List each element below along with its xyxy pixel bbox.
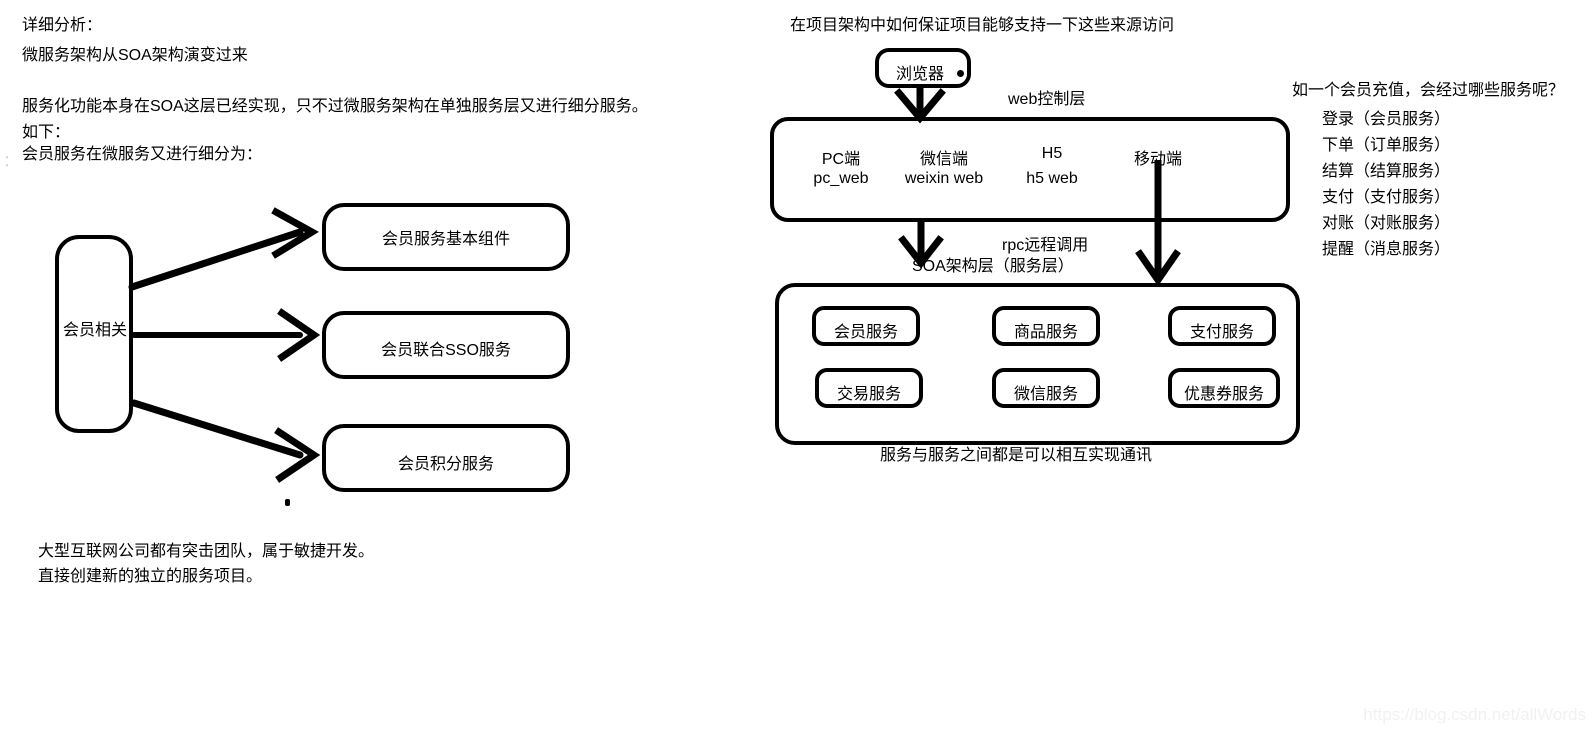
box-service-coupon-label: 优惠券服务 [1183,386,1264,403]
left-margin-artifact: ： [3,153,20,170]
box-service-member[interactable] [812,306,920,346]
right-list-title: 如一个会员充值，会经过哪些服务呢？ [1292,82,1565,99]
box-browser[interactable] [875,48,971,88]
watermark: https://blog.csdn.net/allWords [1363,705,1586,724]
left-footer-line-2: 直接创建新的独立的服务项目。 [38,568,263,585]
box-member-basic-component-label: 会员服务基本组件 [381,231,510,248]
left-note-line-5: 会员服务在微服务又进行细分为： [22,146,263,163]
web-layer-caption: web控制层 [1008,91,1086,108]
client-h5-en: h5 web [1026,170,1078,187]
box-member-related-label: 会员相关 [62,322,127,339]
box-member-points-service[interactable] [322,424,570,492]
left-footer-line-1: 大型互联网公司都有突击团队，属于敏捷开发。 [38,543,375,560]
box-service-trade[interactable] [815,368,923,408]
left-note-line-1: 详细分析： [22,17,103,34]
box-service-payment[interactable] [1168,306,1276,346]
arrow-to-sso-service [131,308,321,362]
right-list-item-4: 对账（对账服务） [1322,215,1451,232]
box-service-trade-label: 交易服务 [836,386,901,403]
rpc-caption: rpc远程调用 [1002,237,1089,254]
box-member-sso-service[interactable] [322,311,570,379]
right-diagram-title: 在项目架构中如何保证项目能够支持一下这些来源访问 [790,17,1175,34]
arrow-web-to-soa-left [898,222,944,269]
arrow-browser-to-web-layer [894,88,946,124]
client-weixin-en: weixin web [904,170,984,187]
client-h5-cn: H5 [1041,145,1063,162]
right-diagram-footer: 服务与服务之间都是可以相互实现通讯 [880,447,1153,464]
box-service-payment-label: 支付服务 [1189,324,1254,341]
box-service-coupon[interactable] [1168,368,1280,408]
arrow-to-basic-component [128,207,319,291]
box-service-product[interactable] [992,306,1100,346]
right-list-item-1: 下单（订单服务） [1322,137,1451,154]
left-note-line-4: 如下： [22,124,71,141]
soa-layer-caption: SOA架构层（服务层） [912,258,1074,275]
box-soa-layer[interactable] [775,283,1300,445]
right-list-item-0: 登录（会员服务） [1322,111,1451,128]
right-list-item-2: 结算（结算服务） [1322,163,1451,180]
client-pc-en: pc_web [813,170,869,187]
arrow-to-points-service [130,399,321,483]
client-pc-cn: PC端 [821,151,861,168]
box-member-basic-component[interactable] [322,203,570,271]
box-web-control-layer[interactable] [770,117,1290,222]
box-service-member-label: 会员服务 [833,324,898,341]
right-list-item-3: 支付（支付服务） [1322,189,1451,206]
client-weixin-cn: 微信端 [919,151,968,168]
left-note-line-3: 服务化功能本身在SOA这层已经实现，只不过微服务架构在单独服务层又进行细分服务。 [22,98,648,115]
box-browser-label: 浏览器 [895,66,944,83]
browser-box-dot [957,70,964,77]
client-mobile-cn: 移动端 [1133,151,1182,168]
box-service-product-label: 商品服务 [1013,324,1078,341]
stray-dot-artifact [285,499,290,506]
box-service-wechat[interactable] [992,368,1100,408]
left-note-line-2: 微服务架构从SOA架构演变过来 [22,47,248,64]
box-member-points-service-label: 会员积分服务 [397,456,494,473]
box-service-wechat-label: 微信服务 [1013,386,1078,403]
box-member-sso-service-label: 会员联合SSO服务 [381,342,511,359]
right-list-item-5: 提醒（消息服务） [1322,241,1451,258]
